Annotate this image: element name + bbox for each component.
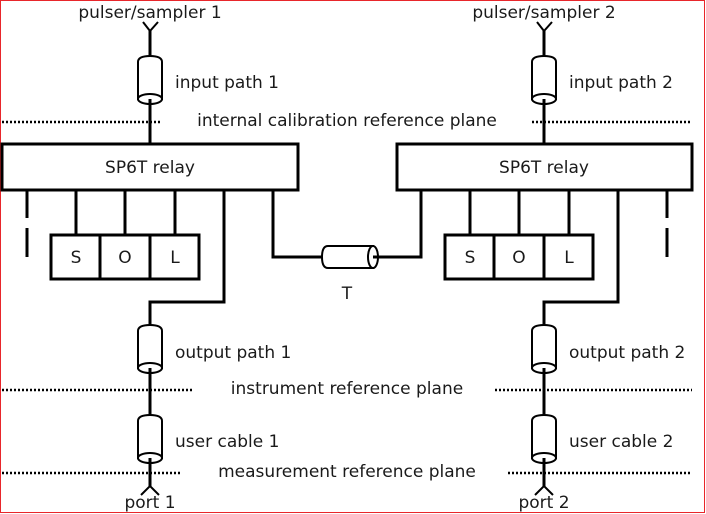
user-cable-1-label: user cable 1 — [175, 432, 279, 452]
output-path-1-label: output path 1 — [175, 343, 291, 363]
internal-plane-label: internal calibration reference plane — [197, 111, 497, 131]
standard-o-label: O — [118, 248, 131, 268]
chain-1: pulser/sampler 1 input path 1 SP6T relay… — [0, 3, 322, 513]
input-path-1-label: input path 1 — [175, 73, 279, 93]
thru-wire — [271, 190, 322, 259]
output-path-1-cable-icon — [137, 323, 163, 374]
port-connector-icon — [140, 484, 160, 496]
input-path-2-label: input path 2 — [569, 73, 673, 93]
sp6t-relay-2 — [395, 142, 694, 192]
relay-1-label: SP6T relay — [105, 158, 195, 178]
instrument-plane-label: instrument reference plane — [231, 379, 463, 399]
antenna-connector-icon — [142, 21, 159, 33]
measurement-plane-label: measurement reference plane — [218, 462, 476, 482]
standard-load — [148, 233, 201, 281]
input-path-2-cable-icon — [531, 54, 557, 105]
input-path-1-cable-icon — [137, 54, 163, 105]
user-cable-1-icon — [137, 413, 163, 464]
output-path-2-label: output path 2 — [569, 343, 685, 363]
thru-cable-icon — [320, 245, 379, 269]
standards-2: S O L — [443, 233, 595, 281]
standard-l-label: L — [170, 248, 180, 268]
measurement-plane: measurement reference plane — [2, 462, 692, 482]
pulser-sampler-2-label: pulser/sampler 2 — [472, 3, 615, 23]
standard-s-label: S — [71, 248, 82, 268]
pulser-sampler-1-label: pulser/sampler 1 — [78, 3, 221, 23]
thru-label: T — [341, 284, 353, 304]
port-connector-icon — [534, 484, 554, 496]
wire — [148, 190, 226, 325]
instrument-plane: instrument reference plane — [2, 379, 692, 399]
standard-open — [492, 233, 546, 281]
antenna-connector-icon — [536, 21, 553, 33]
wire — [542, 190, 620, 325]
relay-2-label: SP6T relay — [499, 158, 589, 178]
standard-s-label: S — [465, 248, 476, 268]
output-path-2-cable-icon — [531, 323, 557, 374]
thru-wire — [373, 190, 423, 259]
standard-o-label: O — [512, 248, 525, 268]
thru-cable: T — [320, 190, 423, 304]
port-1-label: port 1 — [124, 493, 175, 513]
standard-l-label: L — [564, 248, 574, 268]
chain-2: pulser/sampler 2 input path 2 SP6T relay… — [395, 3, 694, 513]
internal-calibration-plane: internal calibration reference plane — [2, 111, 692, 131]
standard-load — [542, 233, 595, 281]
user-cable-2-icon — [531, 413, 557, 464]
sp6t-relay-1 — [0, 142, 300, 192]
port-2-label: port 2 — [518, 493, 569, 513]
standard-open — [98, 233, 152, 281]
user-cable-2-label: user cable 2 — [569, 432, 673, 452]
standards-1: S O L — [49, 233, 201, 281]
